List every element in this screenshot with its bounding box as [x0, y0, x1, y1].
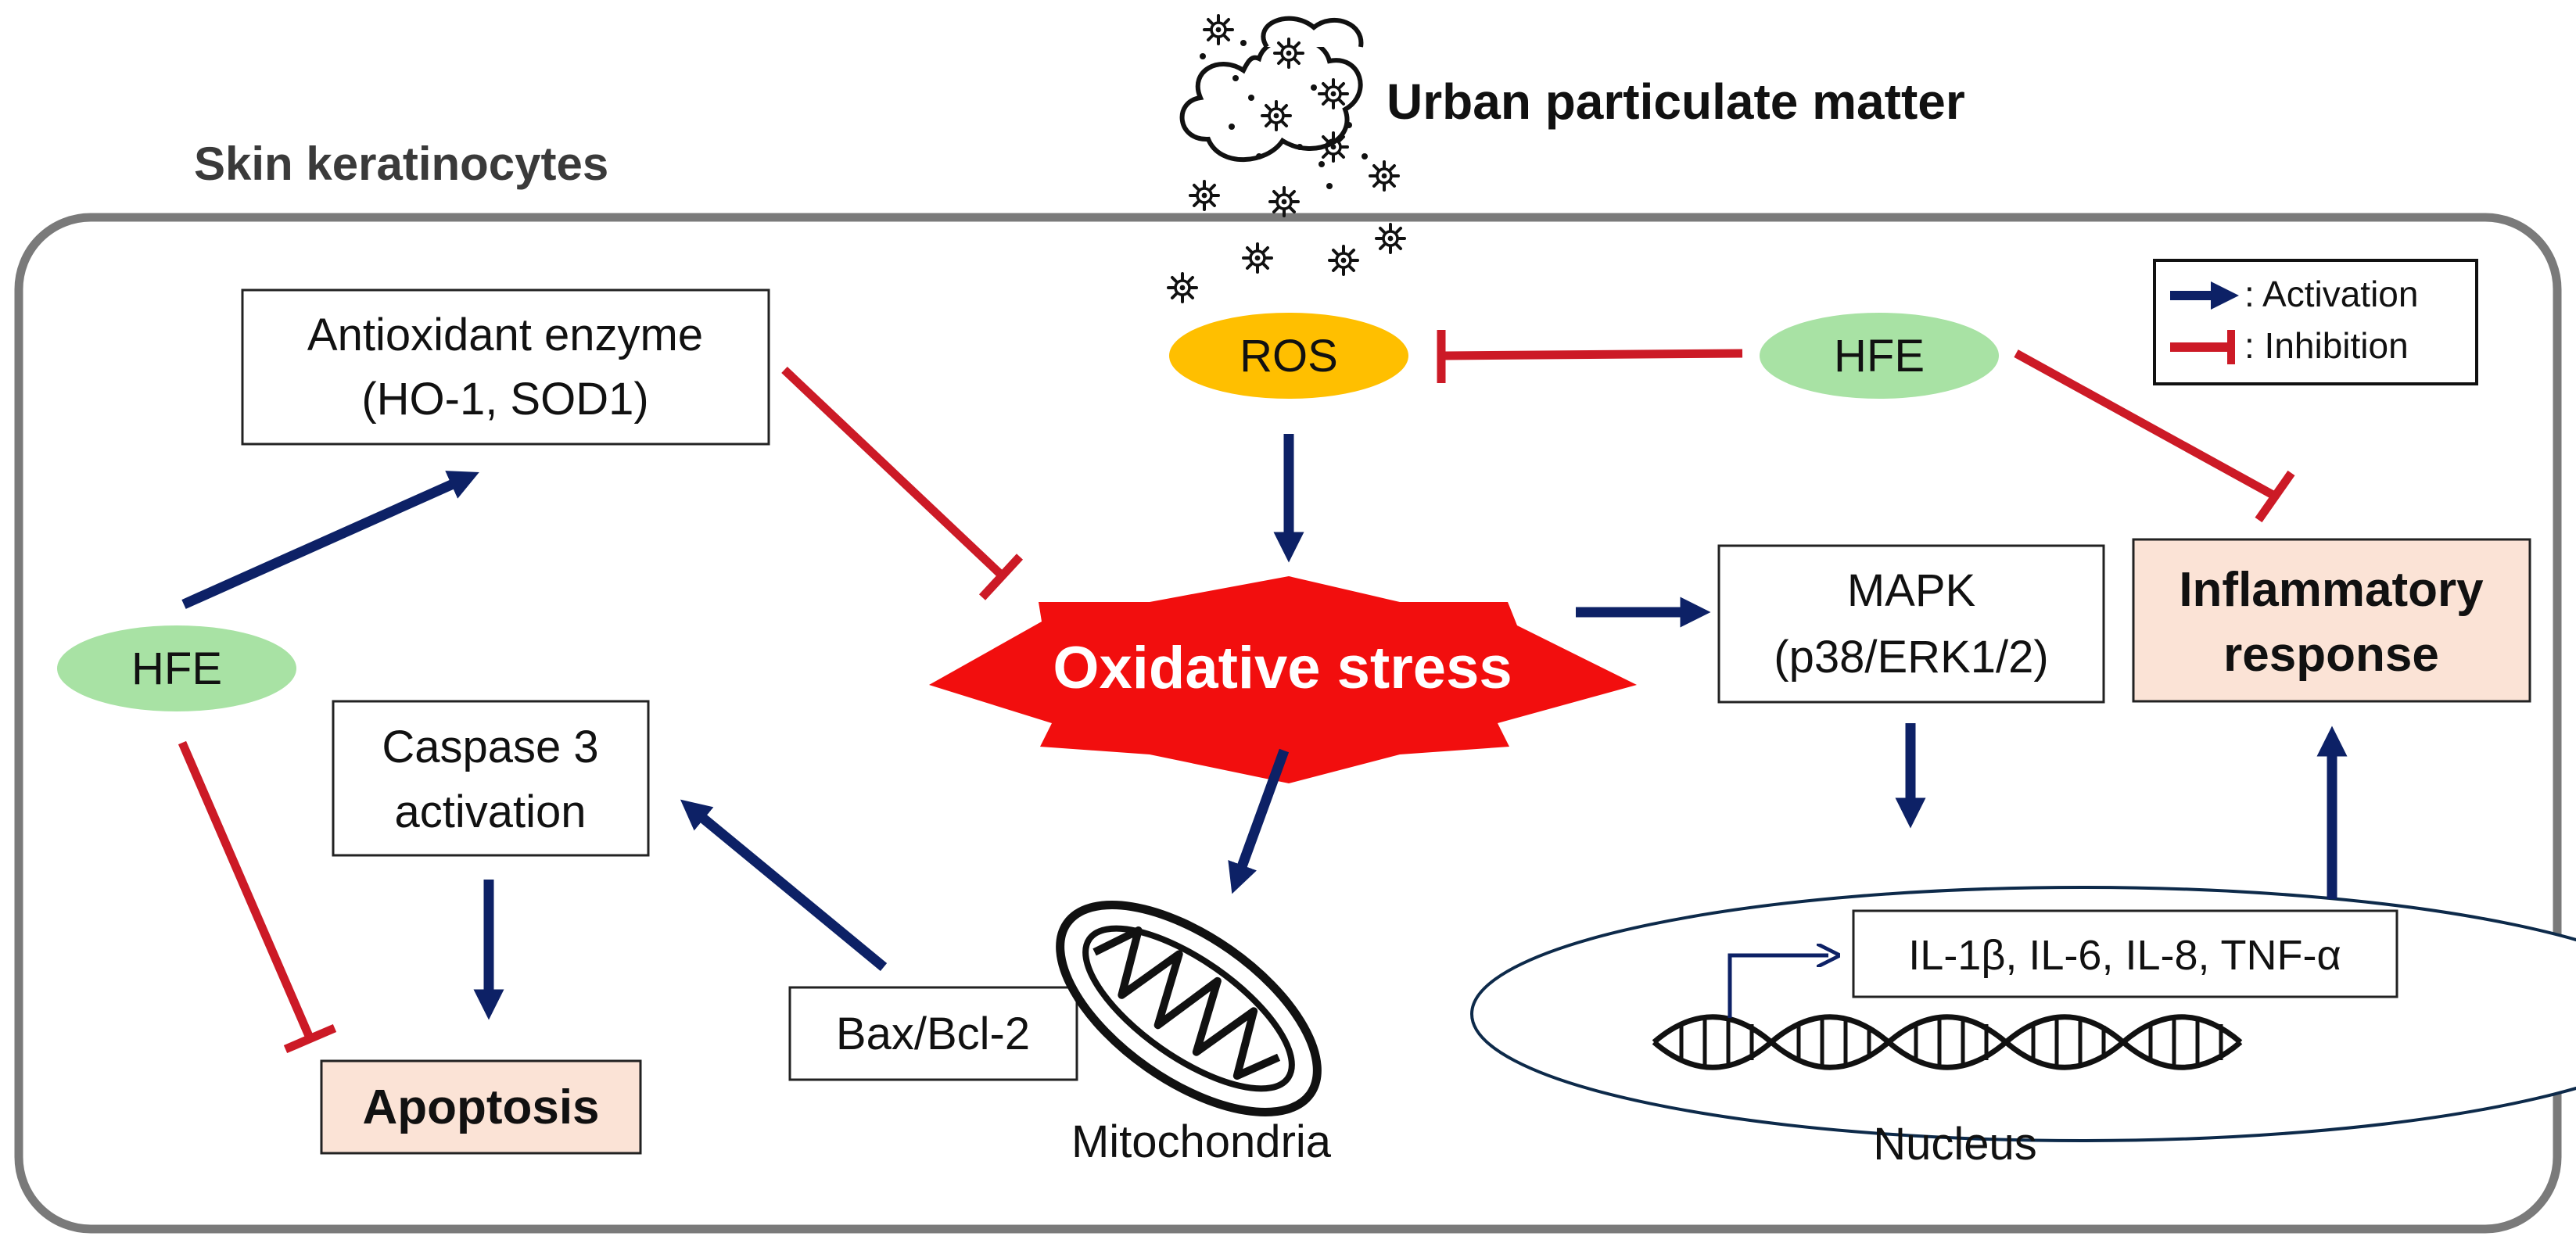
- ros-node: [1169, 313, 1408, 399]
- mapk-line1: MAPK: [1847, 565, 1976, 616]
- legend-box: [2153, 259, 2478, 385]
- hfe-top-label: HFE: [1834, 331, 1925, 382]
- inhibit-hfe-to-inflammatory: [2014, 349, 2278, 500]
- oxidative-stress-label: Oxidative stress: [1053, 635, 1512, 701]
- particulate-cloud-icon: [1167, 14, 1406, 303]
- antioxidant-line2: (HO-1, SOD1): [361, 374, 648, 425]
- inhibit-antioxidant-to-oxidative: [781, 367, 1004, 578]
- cell-label: Skin keratinocytes: [194, 138, 608, 190]
- cytokine-box: [1852, 909, 2398, 998]
- inhibition-lines: [178, 349, 2278, 1038]
- inhibit-hfe-to-ros: [1444, 349, 1743, 360]
- mapk-line2: (p38/ERK1/2): [1774, 632, 2048, 683]
- apoptosis-label: Apoptosis: [362, 1080, 599, 1134]
- hfe-top-node: [1760, 313, 1999, 399]
- mitochondria-icon: [1056, 901, 1322, 1116]
- nucleus-label: Nucleus: [1873, 1119, 2037, 1170]
- cytokine-label: IL-1β, IL-6, IL-8, TNF-α: [1908, 932, 2341, 979]
- mapk-box: [1717, 544, 2105, 704]
- inflammatory-line2: response: [2223, 628, 2439, 682]
- hfe-left-node: [57, 625, 296, 711]
- activation-arrows: [181, 434, 2348, 1020]
- legend-inhibition-tee: [2227, 330, 2235, 364]
- caspase-box: [332, 700, 650, 857]
- caspase-line1: Caspase 3: [382, 722, 598, 772]
- legend-activation-label: : Activation: [2244, 274, 2418, 314]
- inhibition-tees: [283, 330, 2295, 1054]
- arrow-bax-to-caspase: [680, 799, 888, 972]
- bax-label: Bax/Bcl-2: [836, 1009, 1030, 1059]
- oxidative-stress-burst: [929, 576, 1637, 783]
- diagram-title: Urban particulate matter: [1387, 73, 1965, 130]
- arrow-oxidative-to-mitochondria: [1228, 748, 1290, 894]
- cell-membrane: [14, 213, 2562, 1234]
- legend: : Activation : Inhibition: [2153, 259, 2478, 385]
- hfe-left-label: HFE: [131, 643, 222, 694]
- inhibit-hfe-to-apoptosis: [178, 740, 314, 1038]
- legend-inhibition-label: : Inhibition: [2244, 325, 2409, 366]
- antioxidant-box: [241, 288, 770, 446]
- bax-box: [788, 986, 1078, 1081]
- inflammatory-response-box: [2132, 538, 2531, 703]
- antioxidant-line1: Antioxidant enzyme: [307, 310, 703, 360]
- apoptosis-box: [320, 1059, 642, 1155]
- dna-helix-icon: [1652, 1014, 2243, 1070]
- transcription-arrow: [1727, 955, 1828, 1018]
- inflammatory-line1: Inflammatory: [2179, 563, 2484, 617]
- caspase-line2: activation: [394, 787, 586, 837]
- arrow-hfe-to-antioxidant: [181, 471, 479, 609]
- ros-label: ROS: [1240, 331, 1338, 382]
- mitochondria-label: Mitochondria: [1071, 1116, 1332, 1167]
